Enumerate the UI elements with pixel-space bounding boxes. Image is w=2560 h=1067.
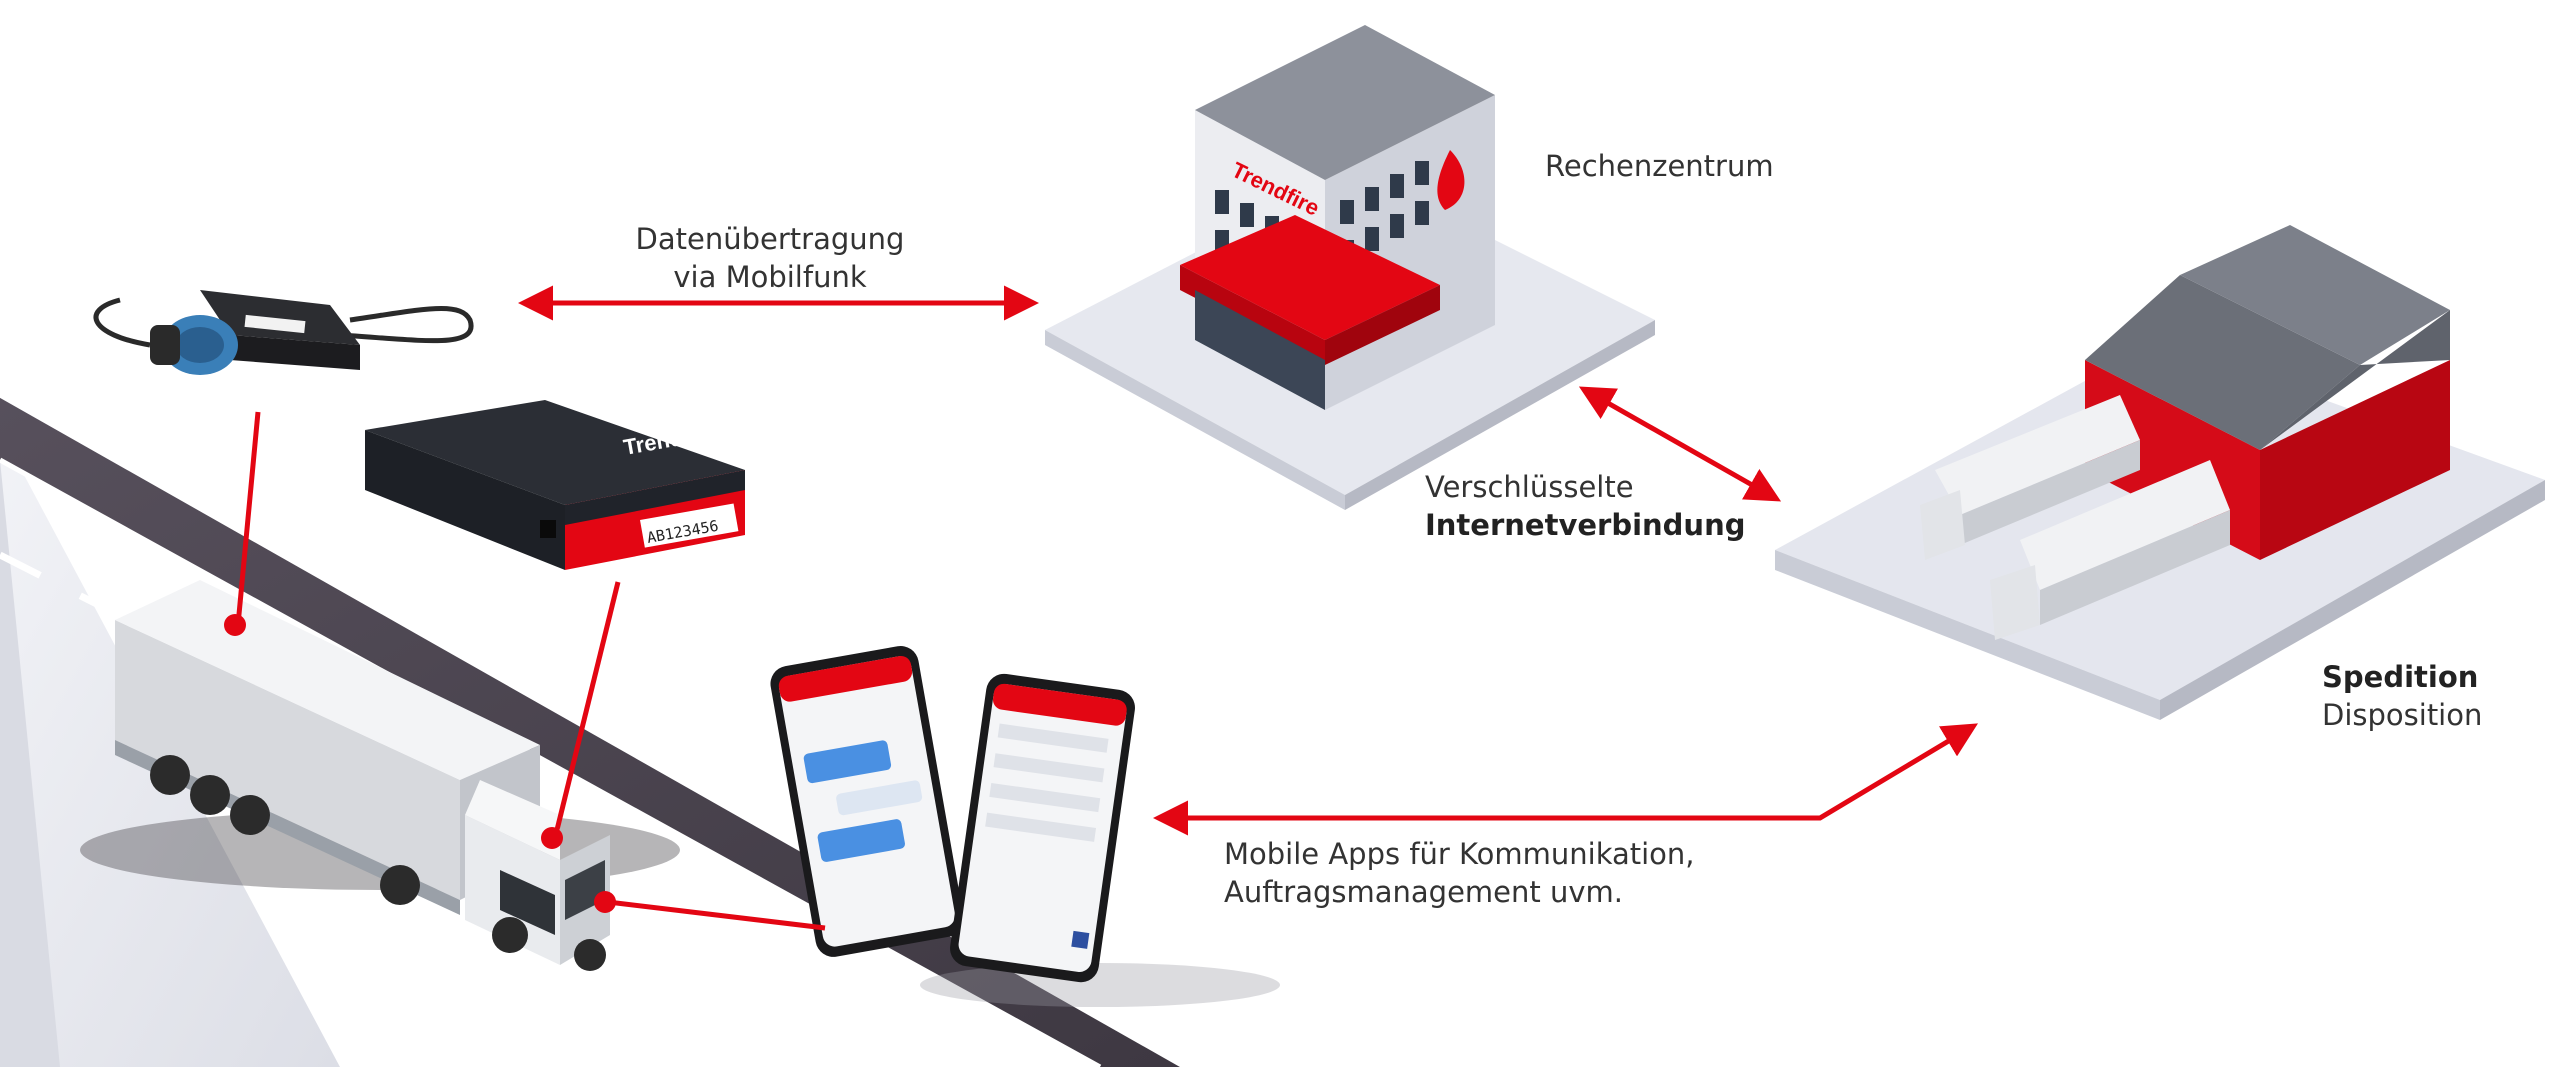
datacenter-building-icon: Trendfire bbox=[1045, 25, 1655, 510]
forwarding-label: Spedition Disposition bbox=[2322, 658, 2482, 734]
telematics-dongle-icon bbox=[93, 290, 474, 375]
phone-connector-dot bbox=[594, 891, 616, 913]
internet-connection-arrow bbox=[1578, 386, 1782, 502]
encrypted-connection-label: Verschlüsselte Internetverbindung bbox=[1425, 468, 1745, 544]
box-connector-dot bbox=[541, 827, 563, 849]
encrypted-line2: Internetverbindung bbox=[1425, 508, 1746, 542]
data-transfer-line2: via Mobilfunk bbox=[673, 260, 867, 294]
truck-icon bbox=[80, 580, 680, 971]
phone-connector-line bbox=[607, 899, 826, 931]
data-transfer-label: Datenübertragung via Mobilfunk bbox=[600, 220, 940, 296]
device-connectors bbox=[235, 411, 826, 931]
forwarding-subtitle: Disposition bbox=[2322, 698, 2483, 732]
dongle-connector-dot bbox=[224, 614, 246, 636]
smartphone-icon bbox=[770, 646, 1280, 1007]
warehouse-icon bbox=[1775, 225, 2545, 720]
encrypted-line1: Verschlüsselte bbox=[1425, 470, 1634, 504]
data-transfer-line1: Datenübertragung bbox=[635, 222, 905, 256]
mobile-apps-label: Mobile Apps für Kommunikation, Auftragsm… bbox=[1224, 835, 1695, 911]
telematics-box-icon: Trendfire AB123456 bbox=[365, 400, 745, 570]
forwarding-title: Spedition bbox=[2322, 660, 2479, 694]
mobile-apps-line1: Mobile Apps für Kommunikation, bbox=[1224, 837, 1695, 871]
datacenter-label: Rechenzentrum bbox=[1545, 149, 1774, 183]
box-connector-line bbox=[552, 581, 621, 839]
mobile-apps-arrow bbox=[1153, 723, 1979, 836]
mobile-apps-line2: Auftragsmanagement uvm. bbox=[1224, 875, 1623, 909]
dongle-connector-line bbox=[235, 411, 261, 626]
